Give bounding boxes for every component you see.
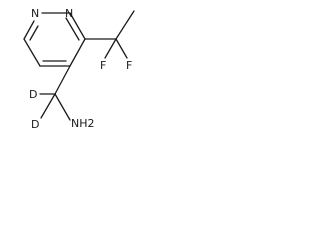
structure-diagram: N N F F D D NH2 [23, 7, 135, 131]
atom-n-left: N [31, 7, 39, 20]
atom-f-right: F [126, 59, 132, 72]
atom-f-left: F [100, 59, 106, 72]
bond-cf2-ch3 [115, 10, 135, 40]
atom-n-top: N [65, 7, 73, 20]
bond-c5-c6 [23, 38, 41, 67]
atom-d-top: D [29, 88, 37, 101]
bond-c2-n3-double [65, 17, 80, 41]
bond-c6-n1 [23, 20, 35, 40]
bond-c6-n1-double [29, 25, 39, 41]
atom-nh2: NH2 [71, 117, 95, 130]
bond-cf2-f-left [104, 38, 117, 59]
bond-c5-cd2 [54, 65, 71, 95]
bond-n3-c4 [69, 38, 86, 67]
bond-cd2-d-bottom [40, 93, 56, 119]
atom-d-bottom: D [31, 118, 39, 131]
bond-c2-n3 [69, 12, 86, 40]
bond-cf2-f-right [115, 38, 128, 59]
bond-cd2-nh2 [54, 93, 71, 121]
